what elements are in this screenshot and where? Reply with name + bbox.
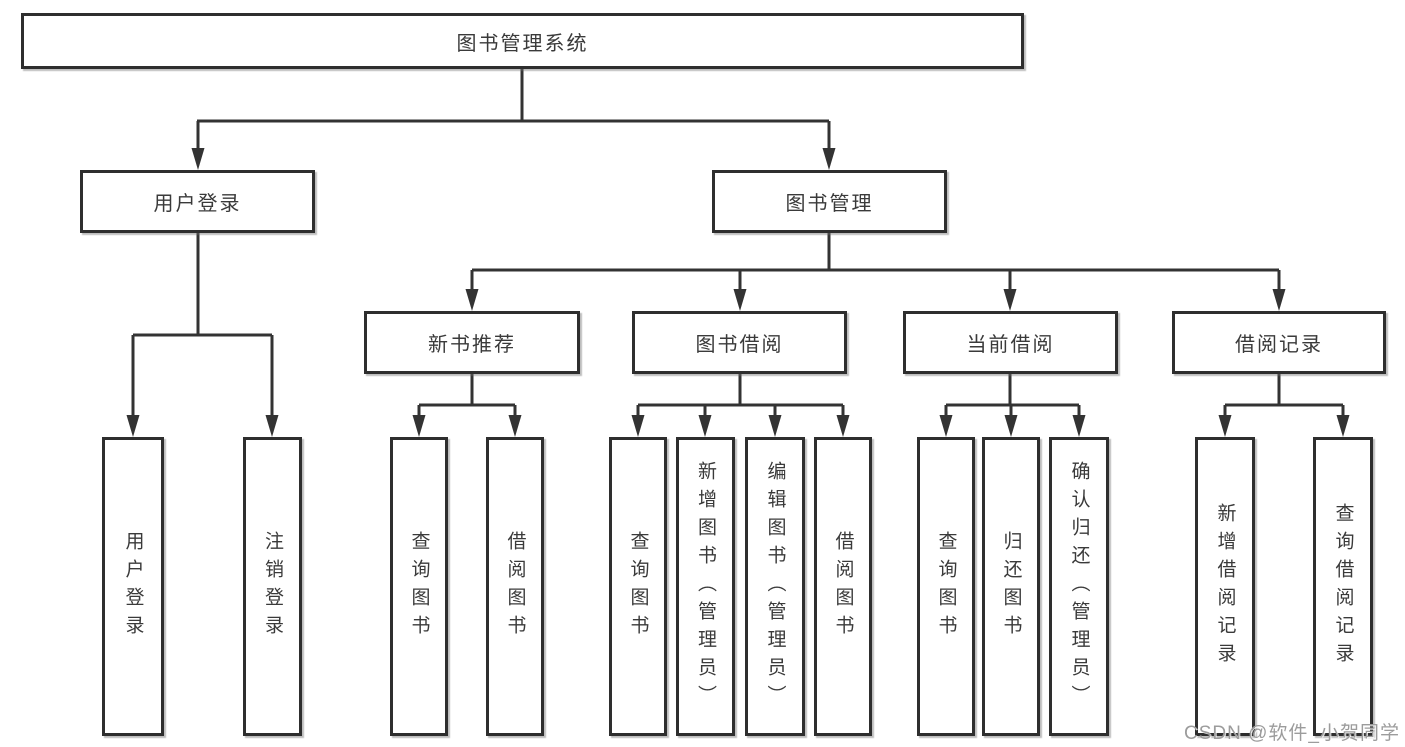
node-label: 注销登录 [262,530,283,643]
node-label: 图书管理 [785,193,874,215]
leaf-logout: 注销登录 [243,437,302,736]
node-label: 图书管理系统 [456,32,589,55]
node-label: 借阅图书 [504,530,526,643]
node-label: 查询图书 [627,530,649,643]
node-new-book-recommendation: 新书推荐 [364,311,580,374]
leaf-borrow-books: 借阅图书 [814,437,872,736]
node-label: 查询借阅记录 [1332,502,1354,671]
node-label: 新增图书（管理员） [695,460,716,713]
node-label: 新增借阅记录 [1214,502,1236,671]
leaf-add-borrow-record: 新增借阅记录 [1195,437,1255,736]
node-label: 借阅图书 [832,530,854,643]
node-label: 图书借阅 [695,334,784,356]
node-label: 确认归还（管理员） [1068,460,1090,713]
node-library-management-system: 图书管理系统 [21,13,1024,69]
node-borrowing-records: 借阅记录 [1172,311,1386,374]
leaf-edit-book-admin: 编辑图书（管理员） [745,437,805,736]
node-label: 查询图书 [408,530,430,643]
node-label: 借阅记录 [1235,334,1323,356]
node-label: 编辑图书（管理员） [764,460,786,713]
leaf-user-login: 用户登录 [102,437,164,736]
leaf-query-books-current: 查询图书 [917,437,975,736]
watermark: CSDN @软件_小贺同学 [1184,723,1400,744]
node-book-borrowing: 图书借阅 [632,311,847,374]
leaf-confirm-return-admin: 确认归还（管理员） [1049,437,1109,736]
node-label: 新书推荐 [428,334,516,356]
node-user-login: 用户登录 [80,170,315,233]
node-book-management: 图书管理 [712,170,947,233]
leaf-query-books-recommend: 查询图书 [390,437,448,736]
node-label: 用户登录 [122,530,144,643]
node-current-borrowing: 当前借阅 [903,311,1118,374]
leaf-borrow-books-recommend: 借阅图书 [486,437,544,736]
leaf-add-book-admin: 新增图书（管理员） [676,437,735,736]
node-label: 归还图书 [1000,530,1022,643]
leaf-query-borrow-record: 查询借阅记录 [1313,437,1373,736]
leaf-return-book: 归还图书 [982,437,1040,736]
node-label: 用户登录 [153,193,242,215]
node-label: 查询图书 [935,530,957,643]
leaf-query-books-borrow: 查询图书 [609,437,667,736]
node-label: 当前借阅 [966,334,1055,356]
